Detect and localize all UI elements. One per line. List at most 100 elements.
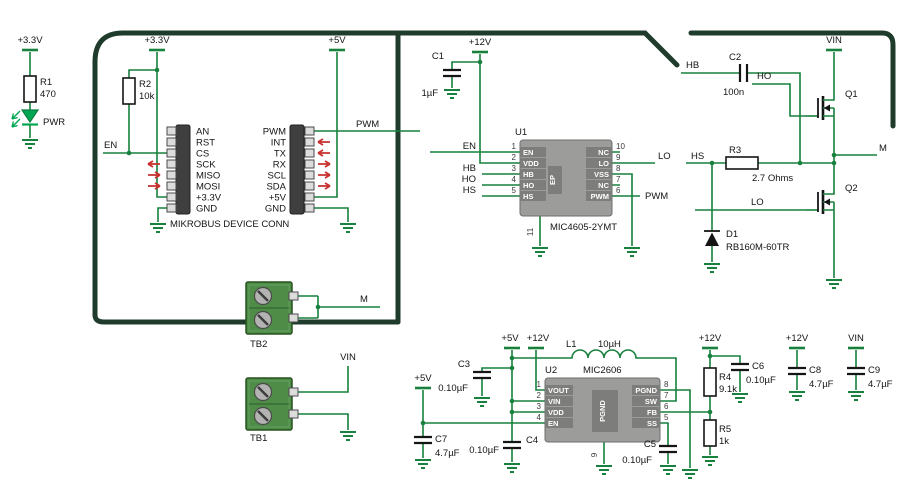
c3-value: 0.10µF: [438, 383, 468, 394]
u2-pad-pin-number: 9: [590, 452, 599, 457]
c7-ref: C7: [435, 434, 447, 445]
rail-label: +12V: [786, 333, 809, 344]
mosfet-q1-icon: [804, 84, 836, 128]
u2-part-number: MIC2606: [583, 365, 622, 376]
ground-icon: [339, 431, 357, 441]
tb1-ref: TB1: [250, 433, 267, 444]
svg-text:VDD: VDD: [523, 159, 539, 168]
svg-text:6: 6: [616, 186, 621, 195]
r5-value: 1k: [719, 436, 729, 447]
c3-ref: C3: [458, 359, 470, 370]
c2-ref: C2: [729, 52, 741, 63]
inductor-l1: L1 10µH: [566, 339, 621, 350]
svg-text:RST: RST: [196, 138, 215, 149]
svg-text:INT: INT: [271, 138, 287, 149]
u1-chip: EN VDD HB HO HS NC LO VSS NC PWM EP 1 2 …: [512, 127, 626, 236]
c8-value: 4.7µF: [809, 379, 834, 390]
r2-value: 10k: [139, 91, 155, 102]
rail-label: +5V: [501, 333, 519, 344]
net-label-ho-u1: HO: [462, 174, 476, 185]
c8-ref: C8: [809, 365, 821, 376]
capacitor-icon: [412, 435, 434, 445]
resistor-r4: [703, 367, 717, 397]
r1-ref: R1: [40, 77, 52, 88]
svg-text:7: 7: [664, 391, 669, 400]
terminal-blocks: TB2 TB1: [244, 280, 300, 444]
mikrobus-connector: AN RST CS SCK MISO MOSI +3.3V GND PWM IN…: [147, 124, 331, 230]
header-pins: [166, 126, 315, 213]
capacitor-icon: [845, 366, 867, 376]
c6-value: 0.10µF: [746, 375, 776, 386]
c7-value: 4.7µF: [435, 448, 460, 459]
capacitor-icon: [657, 444, 679, 454]
svg-text:4: 4: [537, 413, 542, 422]
net-label-m-tb2: M: [360, 294, 368, 305]
l1-ref: L1: [566, 339, 577, 350]
arrow-miso-icon: [147, 171, 161, 179]
ground-icon: [659, 465, 677, 475]
c4-ref: C4: [526, 435, 538, 446]
c2-value: 100n: [723, 87, 744, 98]
capacitor-icon: [738, 62, 749, 84]
net-label-lo-u1: LO: [658, 151, 671, 162]
net-label-vin-tb1: VIN: [340, 352, 356, 363]
svg-text:RX: RX: [273, 160, 287, 171]
rail-label: +12V: [699, 333, 722, 344]
c6-ref: C6: [752, 361, 764, 372]
capacitor-icon: [501, 440, 523, 450]
svg-text:SDA: SDA: [266, 182, 286, 193]
svg-text:1: 1: [537, 380, 542, 389]
ground-icon: [847, 391, 865, 401]
svg-text:7: 7: [616, 175, 621, 184]
u1-ref: U1: [515, 127, 527, 138]
c5-ref: C5: [644, 439, 656, 450]
svg-text:VOUT: VOUT: [548, 386, 569, 395]
power-led-circuit: R1 470 PWR: [11, 75, 65, 128]
svg-text:SS: SS: [647, 419, 657, 428]
svg-text:AN: AN: [196, 127, 209, 138]
svg-text:NC: NC: [598, 181, 609, 190]
net-label-m: M: [879, 143, 887, 154]
feedback-and-output-caps: R4 9.1k R5 1k C5 0.10µF C6 0.10µF C8 4.7…: [622, 361, 892, 466]
c9-ref: C9: [868, 365, 880, 376]
ground-icon: [531, 247, 549, 257]
svg-text:4: 4: [512, 175, 517, 184]
l1-value: 10µH: [598, 339, 621, 350]
resistor-r3: [725, 156, 759, 170]
svg-text:8: 8: [664, 380, 669, 389]
ground-icon: [731, 393, 749, 403]
tb2-ref: TB2: [250, 339, 267, 350]
u1-exposed-pad: [548, 166, 562, 194]
svg-text:VDD: VDD: [548, 408, 564, 417]
rail-label: +3.3V: [17, 35, 43, 46]
ground-icon: [703, 263, 721, 273]
arrow-int-icon: [317, 138, 331, 146]
ground-icon: [473, 397, 491, 407]
ground-icon: [623, 247, 641, 257]
svg-text:SCK: SCK: [196, 160, 216, 171]
capacitor-icon: [729, 362, 751, 372]
rail-label: +12V: [469, 37, 492, 48]
capacitor-icon: [786, 366, 808, 376]
cap-c1: C1 1µF: [421, 51, 463, 99]
svg-text:VSS: VSS: [594, 170, 609, 179]
rail-label: VIN: [848, 333, 864, 344]
ground-icon: [701, 456, 719, 466]
q1-ref: Q1: [845, 89, 858, 100]
arrow-mosi-icon: [147, 182, 161, 190]
bypass-caps: C7 4.7µF C3 0.10µF C4 0.10µF: [412, 359, 538, 459]
terminal-block-tb2: [244, 280, 300, 336]
svg-text:MISO: MISO: [196, 171, 220, 182]
terminal-block-tb1: [244, 376, 300, 432]
led-label: PWR: [43, 117, 65, 128]
svg-text:HB: HB: [523, 170, 534, 179]
half-bridge-section: C2 100n R3 2.7 Ohms D1 RB160M-60TR Q1 Q2: [704, 52, 858, 253]
r3-ref: R3: [729, 145, 741, 156]
u2-thermal-pad: [592, 390, 618, 432]
u2-chip: VOUT VIN VDD EN PGND SW FB SS PGND 1 2 3…: [537, 365, 669, 457]
svg-text:FB: FB: [647, 408, 658, 417]
ground-icon: [681, 469, 699, 479]
d1-ref: D1: [726, 229, 738, 240]
power-rails: +3.3V +3.3V +5V +12V VIN +5V +12V +5V +1…: [17, 35, 866, 390]
